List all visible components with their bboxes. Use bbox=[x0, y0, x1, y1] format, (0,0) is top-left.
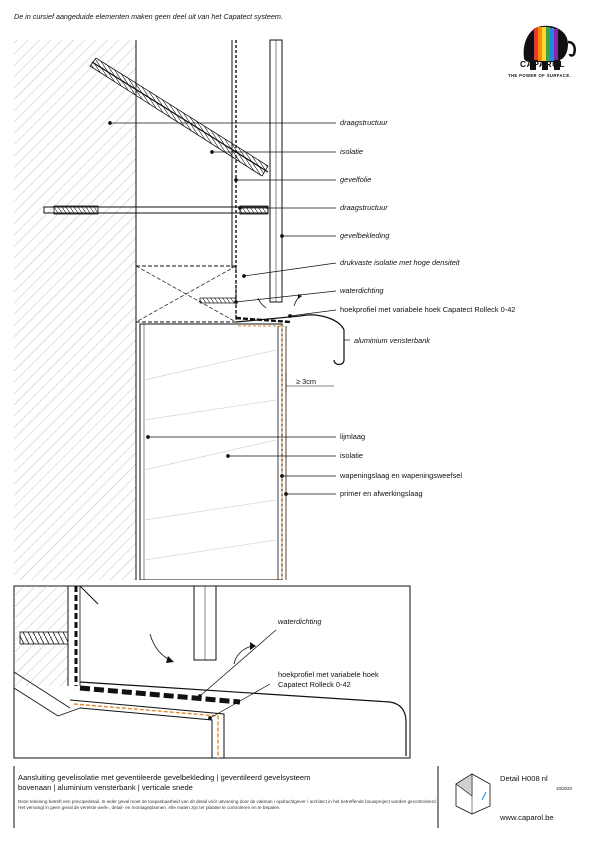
label-waterdichting: waterdichting bbox=[340, 286, 384, 295]
detail-title-line1: Aansluiting gevelisolatie met geventilee… bbox=[18, 773, 311, 782]
detail-title: Aansluiting gevelisolatie met geventilee… bbox=[18, 773, 428, 792]
disclaimer-text: Deze tekening betreft een principedetail… bbox=[18, 799, 437, 810]
drukvaste-isolatie-block bbox=[135, 265, 237, 323]
label-wapeningslaag: wapeningslaag en wapeningsweefsel bbox=[340, 471, 463, 480]
label-draagstructuur-bottom: draagstructuur bbox=[340, 203, 388, 212]
brand-tagline: THE POWER OF SURFACE. bbox=[508, 73, 572, 78]
detail-enlargement bbox=[13, 585, 411, 759]
eps-insulation bbox=[139, 323, 283, 580]
detail-title-line2: bovenaan | aluminium vensterbank | verti… bbox=[18, 782, 193, 792]
header-note: De in cursief aangeduide elementen maken… bbox=[14, 12, 283, 21]
caparol-elephant-logo bbox=[523, 25, 576, 71]
detail-label-hoekprofiel-line1: hoekprofiel met variabele hoek bbox=[278, 670, 379, 679]
label-primer: primer en afwerkingslaag bbox=[340, 489, 423, 498]
website-link[interactable]: www.caparol.be bbox=[500, 813, 554, 822]
label-gevelfolie: gevelfolie bbox=[340, 175, 372, 184]
label-isolatie-top: isolatie bbox=[340, 147, 364, 156]
vensterbank-profile bbox=[235, 314, 345, 366]
label-vensterbank: aluminium vensterbank bbox=[354, 336, 430, 345]
detail-date: 10/2023 bbox=[556, 786, 572, 791]
label-draagstructuur-top: draagstructuur bbox=[340, 118, 388, 127]
horizontal-anchor bbox=[43, 205, 269, 215]
house-icon bbox=[455, 773, 491, 815]
label-dimension: ≥ 3cm bbox=[296, 377, 317, 386]
detail-label-hoekprofiel-line2: Capatect Rolleck 0-42 bbox=[278, 680, 351, 689]
diagonal-anchor bbox=[89, 57, 269, 177]
label-lijmlaag: lijmlaag bbox=[340, 432, 366, 441]
footer-frame bbox=[13, 766, 491, 828]
masonry-wall bbox=[14, 40, 136, 580]
label-isolatie-bottom: isolatie bbox=[340, 451, 364, 460]
label-gevelbekleding: gevelbekleding bbox=[340, 231, 390, 240]
label-drukvaste-isolatie: drukvaste isolatie met hoge densiteit bbox=[340, 258, 460, 267]
detail-label-waterdichting: waterdichting bbox=[278, 617, 322, 626]
brand-name: CAPAROL bbox=[520, 59, 565, 69]
detail-id: Detail H008 nl bbox=[500, 774, 548, 783]
section-drawing bbox=[14, 39, 350, 580]
label-hoekprofiel: hoekprofiel met variabele hoek Capatect … bbox=[340, 305, 516, 314]
